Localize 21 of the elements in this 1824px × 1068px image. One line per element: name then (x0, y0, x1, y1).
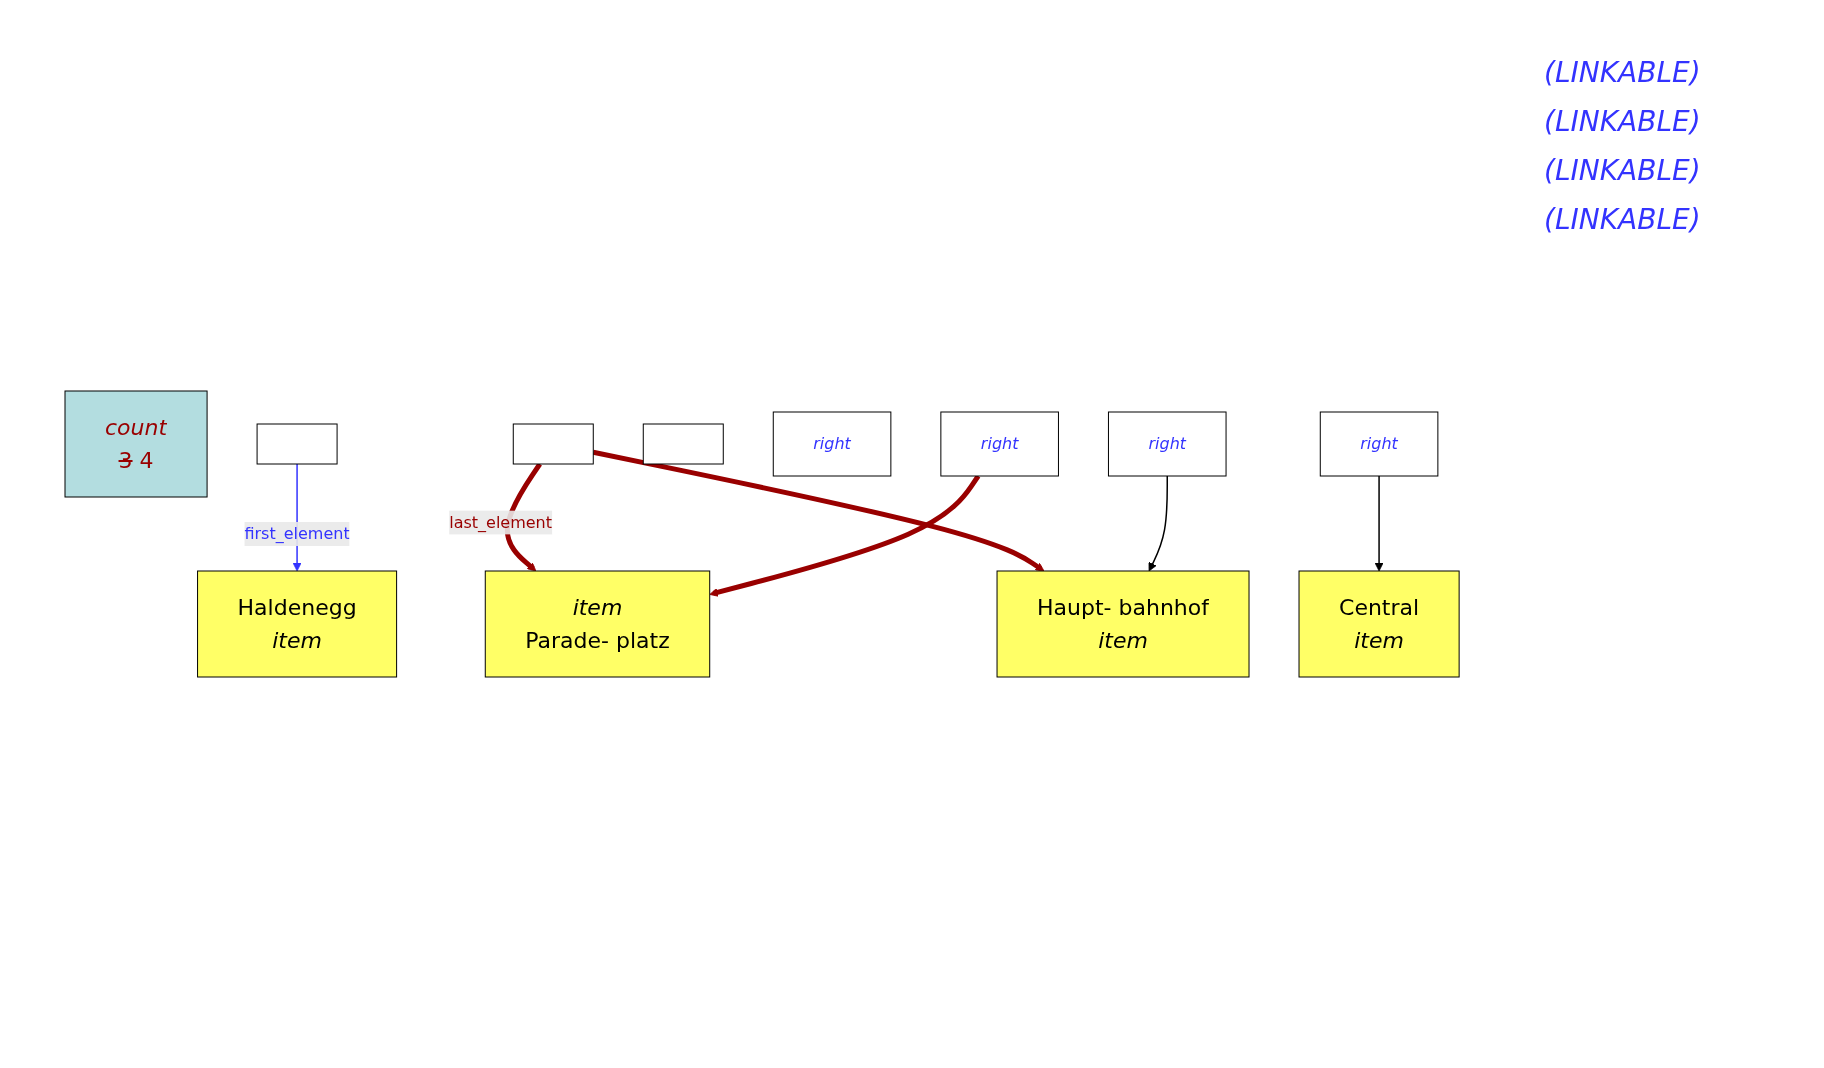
node-box: item Parade- platz (484, 570, 711, 678)
node-box: right (940, 411, 1059, 477)
type-label: (LINKABLE) (1544, 154, 1702, 187)
node-box (256, 423, 338, 465)
node-box: right (772, 411, 892, 477)
node-box: right (1319, 411, 1439, 477)
node-box: right (1107, 411, 1227, 477)
type-label: (LINKABLE) (1544, 203, 1702, 236)
arrow (1374, 475, 1384, 572)
node-box (512, 423, 594, 465)
arrow (1148, 475, 1168, 572)
arrow (592, 449, 1045, 572)
node-box: Haupt- bahnhof item (996, 570, 1250, 678)
type-label: (LINKABLE) (1544, 56, 1702, 89)
edge-label: last_element (449, 512, 552, 532)
node-box: Central item (1298, 570, 1460, 678)
node-box: count 3 4 (64, 390, 208, 498)
node-box (642, 423, 724, 465)
type-label: (LINKABLE) (1544, 105, 1702, 138)
edge-label: first_element (244, 524, 350, 543)
node-box: Haldenegg item (197, 570, 398, 678)
